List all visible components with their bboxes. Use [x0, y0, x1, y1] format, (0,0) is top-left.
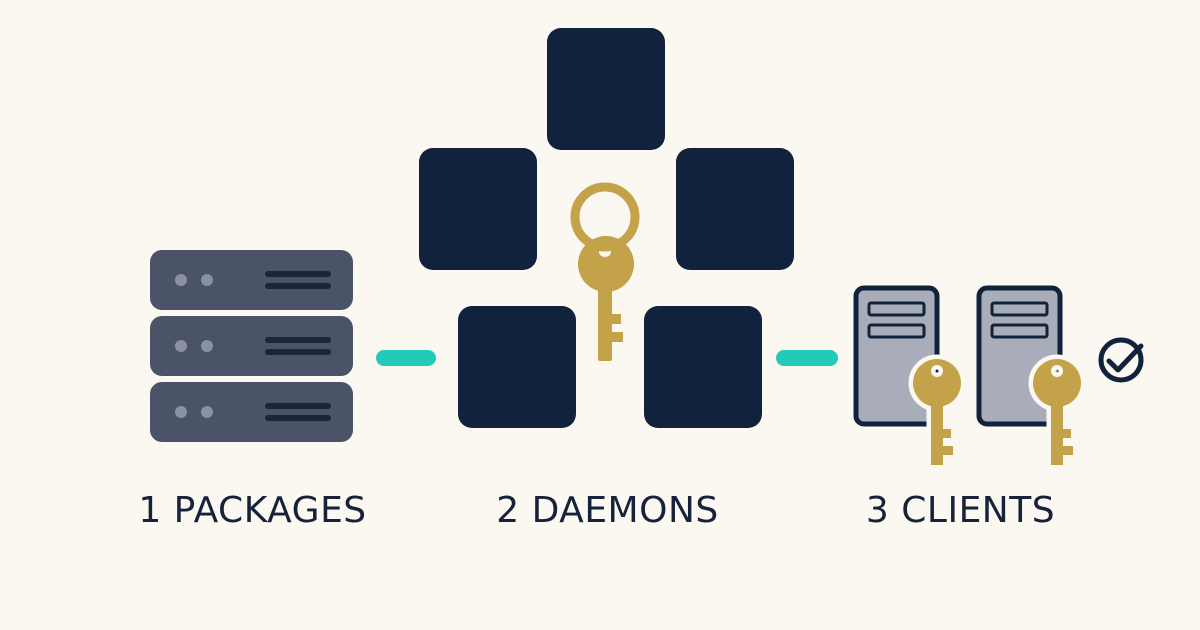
step-label-daemons: 2 DAEMONS [496, 490, 719, 531]
daemon-node [458, 306, 576, 428]
daemon-node [547, 28, 665, 150]
connector-left [376, 350, 436, 366]
client-machines-icon [853, 285, 1144, 465]
server-unit [150, 316, 353, 376]
daemon-node [419, 148, 537, 270]
step-label-packages: 1 PACKAGES [138, 490, 367, 531]
client-machine [976, 285, 1081, 465]
daemon-node [644, 306, 762, 428]
daemon-cluster-icon [419, 28, 794, 428]
key-ring-icon [570, 182, 640, 361]
server-unit [150, 250, 353, 310]
connector-right [776, 350, 838, 366]
check-circle-icon [1098, 337, 1144, 383]
server-unit [150, 382, 353, 442]
step-label-clients: 3 CLIENTS [865, 490, 1056, 531]
client-machine [853, 285, 961, 465]
server-rack-icon [150, 250, 353, 442]
daemon-node [676, 148, 794, 270]
